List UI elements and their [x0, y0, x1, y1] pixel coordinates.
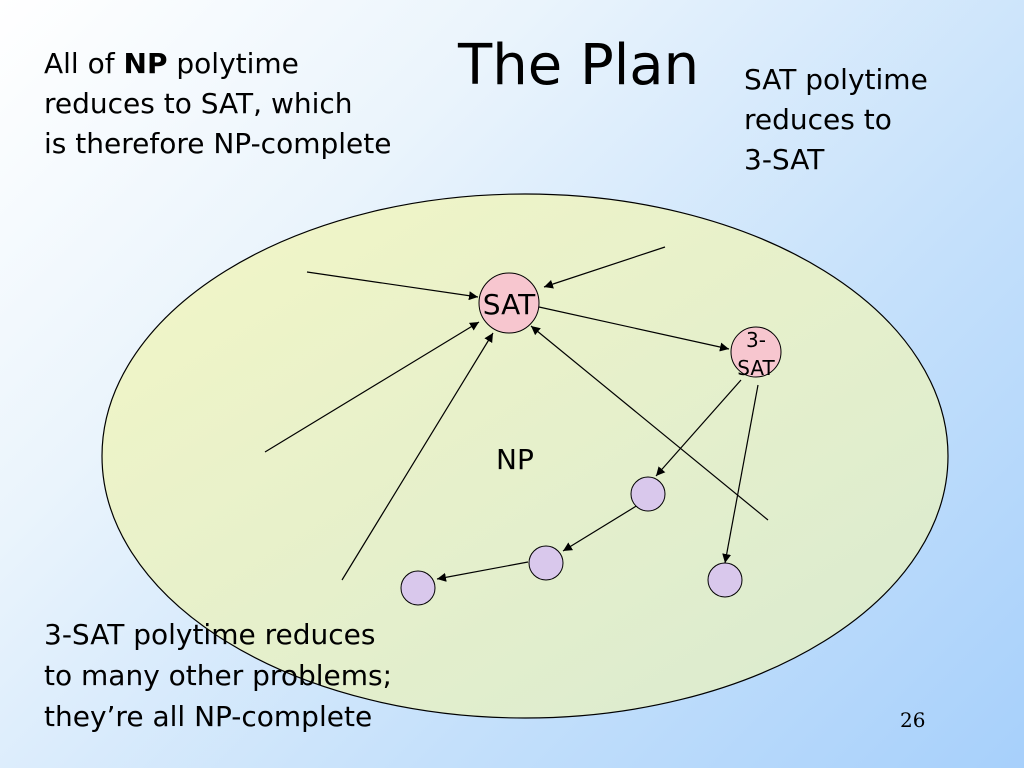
3sat-node-label-line2: SAT	[737, 356, 775, 380]
reduction-arrow-to-sat-5	[530, 325, 769, 521]
np-problem-node-2	[528, 545, 564, 581]
note-text: polytime	[167, 47, 299, 80]
note-line-1: All of NP polytime	[44, 44, 391, 84]
reduction-arrow-to-sat-2	[543, 246, 666, 289]
arrow-sat-to-3sat	[538, 306, 730, 352]
note-text: All of	[44, 47, 124, 80]
3sat-node-label-line1: 3-	[746, 328, 766, 352]
page-number: 26	[900, 708, 926, 732]
3sat-node	[730, 326, 782, 378]
arrow-3sat-to-problem-4	[722, 384, 759, 564]
reduction-arrow-to-sat-4	[341, 332, 494, 581]
note-line-3: 3-SAT	[744, 143, 825, 176]
reduction-arrow-to-sat-1	[306, 271, 479, 301]
arrow-problem-2-to-problem-3	[436, 561, 529, 582]
note-line-2: to many other problems;	[44, 659, 393, 692]
note-line-3: they’re all NP-complete	[44, 700, 373, 733]
note-sat-reduces-to-3sat: SAT polytime reduces to 3-SAT	[744, 60, 928, 180]
reduction-arrow-to-sat-3	[264, 321, 480, 453]
np-region-label: NP	[496, 443, 534, 476]
np-problem-node-4	[707, 562, 743, 598]
np-bold-text: NP	[123, 47, 168, 80]
sat-node	[478, 272, 540, 334]
note-line-3: is therefore NP-complete	[44, 127, 392, 160]
arrow-problem-1-to-problem-2	[562, 504, 639, 552]
arrow-3sat-to-problem-1	[655, 379, 742, 477]
note-line-2: reduces to	[744, 103, 892, 136]
note-line-1: 3-SAT polytime reduces	[44, 618, 376, 651]
np-problem-node-1	[630, 476, 666, 512]
slide-title: The Plan	[458, 33, 700, 98]
note-line-1: SAT polytime	[744, 63, 928, 96]
note-np-reduces-to-sat: All of NP polytime reduces to SAT, which…	[44, 44, 391, 164]
np-problem-node-3	[400, 570, 436, 606]
note-3sat-reduces-to-many: 3-SAT polytime reduces to many other pro…	[44, 614, 392, 737]
sat-node-label: SAT	[483, 288, 536, 321]
note-line-2: reduces to SAT, which	[44, 87, 353, 120]
